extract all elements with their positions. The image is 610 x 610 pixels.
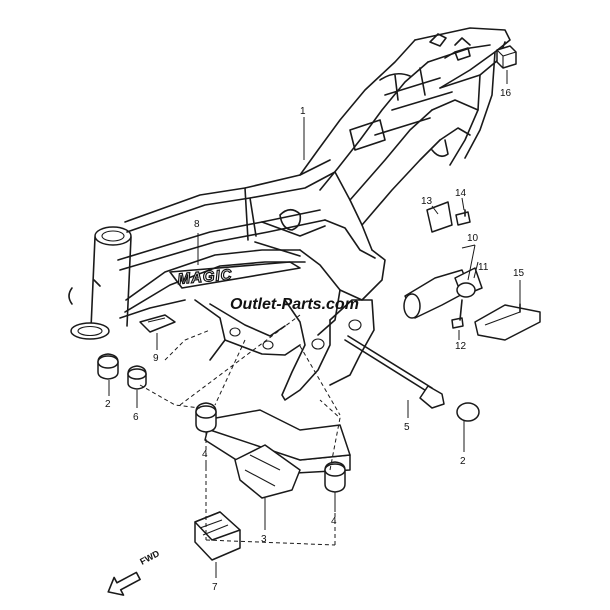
callouts: 1 2 2 3 4 4 5 6 7 8 9 10 11 12 13 14 15 bbox=[105, 70, 525, 593]
forward-arrow bbox=[107, 571, 141, 596]
watermark: Outlet-Parts.com bbox=[230, 296, 359, 313]
rear-block bbox=[496, 45, 517, 69]
callout-12: 12 bbox=[455, 341, 467, 352]
fwd-label: FWD bbox=[138, 548, 161, 567]
bushing-left bbox=[97, 353, 119, 380]
small-bushing bbox=[127, 365, 147, 390]
callout-13: 13 bbox=[421, 196, 433, 207]
callout-16: 16 bbox=[500, 88, 512, 99]
pivot-assembly bbox=[195, 402, 351, 499]
callout-11: 11 bbox=[478, 262, 489, 273]
callout-9: 9 bbox=[153, 353, 159, 364]
frame-logo: MAGIC bbox=[177, 266, 233, 288]
pivot-bolt bbox=[344, 335, 480, 422]
callout-6: 6 bbox=[133, 412, 139, 423]
callout-10: 10 bbox=[467, 233, 479, 244]
callout-15: 15 bbox=[513, 268, 525, 279]
callout-7: 7 bbox=[212, 582, 218, 593]
callout-2-right: 2 bbox=[460, 456, 466, 467]
right-side-parts bbox=[403, 201, 541, 341]
callout-3: 3 bbox=[261, 534, 267, 545]
callout-2-left: 2 bbox=[105, 399, 111, 410]
callout-14: 14 bbox=[455, 188, 467, 199]
clip bbox=[139, 314, 176, 333]
rubber-pad bbox=[194, 511, 241, 561]
callout-1: 1 bbox=[300, 106, 306, 117]
callout-8: 8 bbox=[194, 219, 200, 230]
callout-5: 5 bbox=[404, 422, 410, 433]
callout-4-left: 4 bbox=[202, 449, 208, 460]
callout-4-right: 4 bbox=[331, 516, 337, 527]
